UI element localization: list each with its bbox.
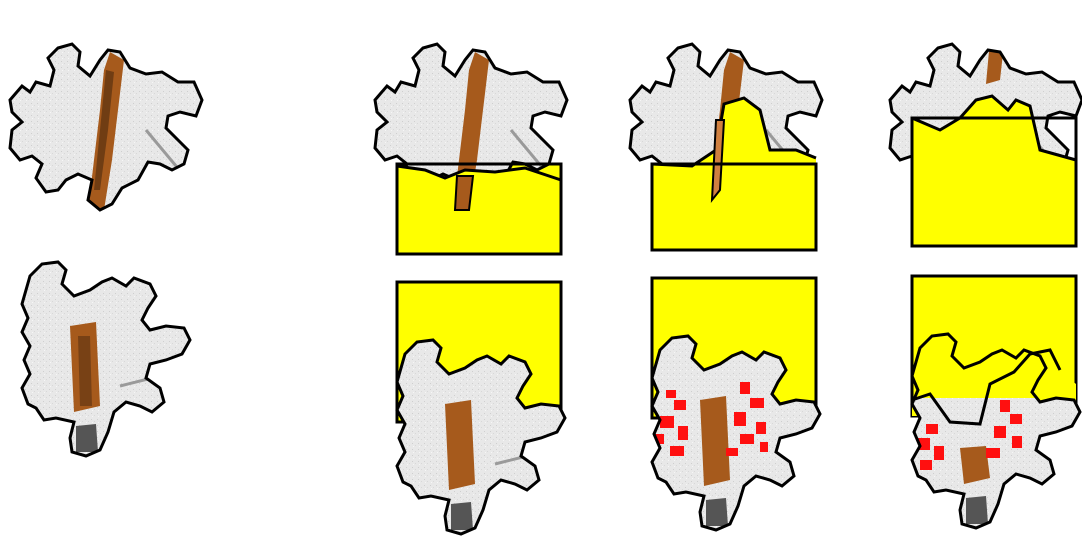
sleeve-stage-1-top [365, 0, 585, 254]
original-piece-top [0, 0, 220, 220]
sleeve-stage-1-bottom [375, 282, 595, 539]
sleeve-stage-2-top [620, 0, 840, 250]
original-piece-bottom [0, 256, 220, 476]
sleeve-stage-3-top [880, 0, 1082, 246]
sleeve-stage-2-bottom [630, 278, 850, 539]
sleeve-stage-3-bottom [890, 276, 1082, 539]
